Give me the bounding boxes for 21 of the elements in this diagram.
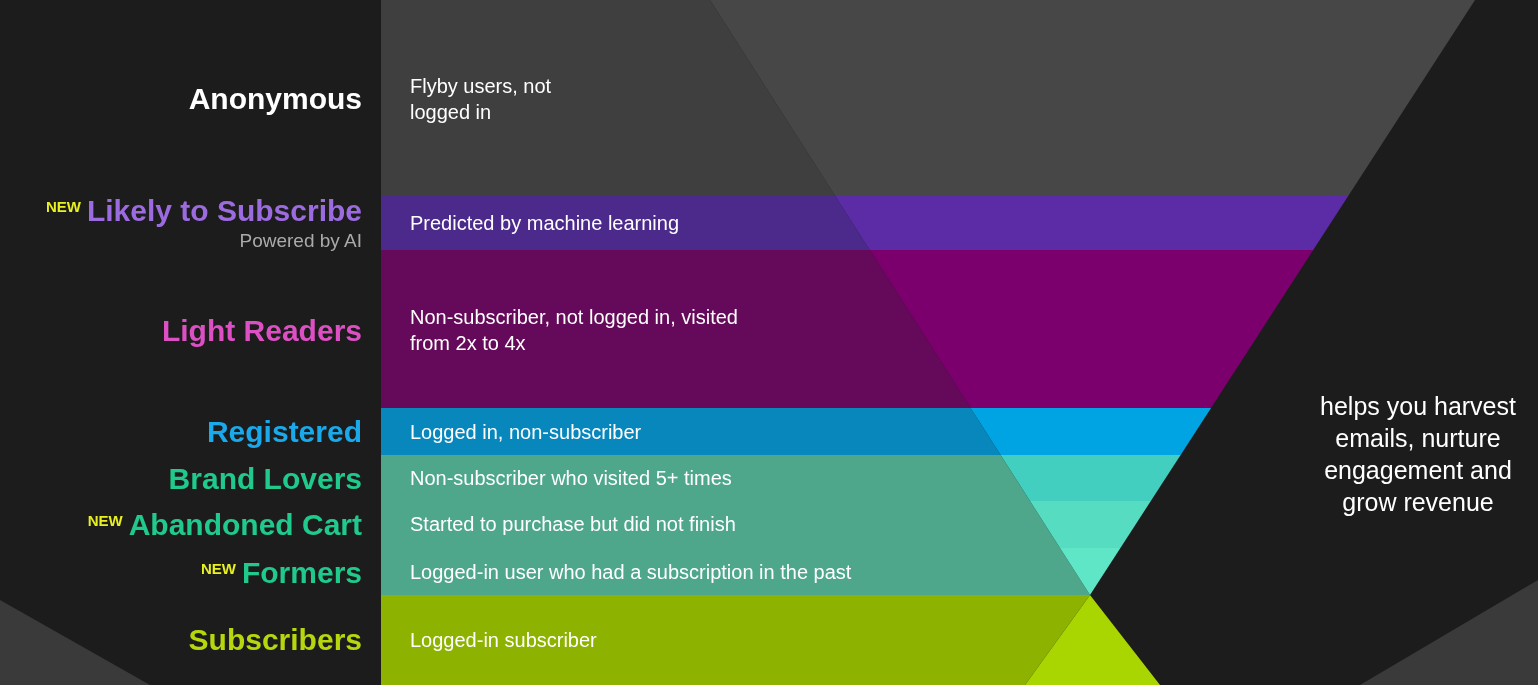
segment-heading: Abandoned Cart — [128, 508, 362, 542]
tagline: helps you harvest emails, nurture engagement and grow revenue — [1319, 391, 1517, 518]
segment-description: Logged-in subscriber — [410, 628, 598, 653]
segment-heading: Subscribers — [188, 623, 362, 657]
segment-heading: Likely to Subscribe — [86, 194, 362, 228]
segment-description: Started to purchase but did not finish — [410, 512, 737, 537]
new-tag: NEW — [200, 560, 236, 577]
segment-description: Logged-in user who had a subscription in the past — [410, 560, 853, 585]
subtitle: Powered by AI — [239, 230, 362, 252]
segment-description: Non-subscriber who visited 5+ times — [410, 466, 733, 491]
segment-heading: Formers — [241, 556, 362, 590]
new-tag: NEW — [45, 198, 81, 215]
segment-heading: Brand Lovers — [168, 462, 362, 496]
new-tag: NEW — [87, 512, 123, 529]
segment-description: Flyby users, not logged in — [410, 74, 553, 125]
segment-description: Predicted by machine learning — [410, 211, 681, 236]
segment-heading: Anonymous — [188, 82, 362, 116]
segment-description: Non-subscriber, not logged in, visited from 2x to 4x — [410, 305, 739, 356]
segment-heading: Registered — [206, 415, 362, 449]
segment-heading: Light Readers — [161, 314, 362, 348]
segment-description: Logged in, non-subscriber — [410, 420, 643, 445]
